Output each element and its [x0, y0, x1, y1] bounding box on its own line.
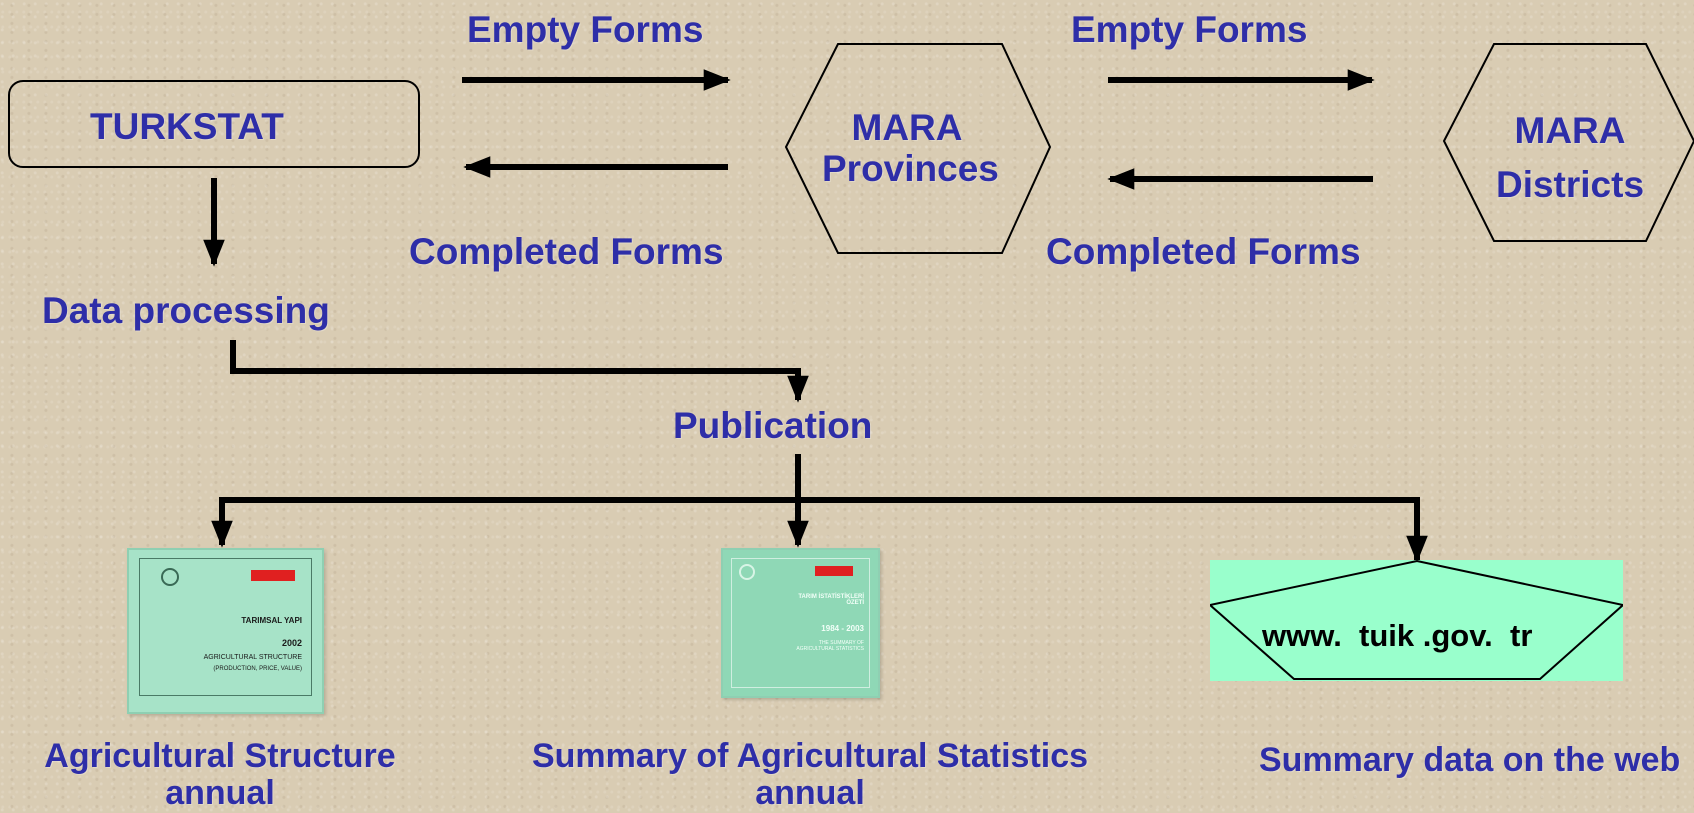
web-output-box: [1210, 560, 1623, 681]
cover-frame: [139, 558, 312, 696]
branch-left-arrow: [211, 497, 798, 548]
flag-icon: [815, 566, 853, 576]
emblem-icon: [739, 564, 755, 580]
cover-note: (PRODUCTION, PRICE, VALUE): [213, 666, 302, 672]
emblem-icon: [161, 568, 179, 586]
agricultural-summary-caption-line1: Summary of Agricultural Statistics: [531, 737, 1089, 775]
empty-forms-label-1: Empty Forms: [467, 9, 704, 50]
cover-year: 2002: [281, 638, 302, 648]
agricultural-structure-cover: TARIMSAL YAPI 2002 AGRICULTURAL STRUCTUR…: [127, 548, 324, 714]
mara-districts-label: MARA Districts: [1480, 104, 1660, 211]
mara-provinces-label: MARA Provinces: [822, 107, 999, 189]
web-pentagon: [1210, 560, 1623, 680]
agricultural-summary-cover: TARIM İSTATİSTİKLERİ ÖZETİ 1984 - 2003 T…: [721, 548, 880, 698]
web-url-text: www. tuik .gov. tr: [1262, 618, 1533, 653]
cover-frame: [731, 558, 870, 688]
mara-provinces-line1: MARA: [851, 107, 963, 148]
cover-title: TARIM İSTATİSTİKLERİ ÖZETİ: [798, 594, 864, 606]
cover-subtitle: AGRICULTURAL STRUCTURE: [203, 654, 302, 661]
cover-years: 1984 - 2003: [821, 624, 864, 633]
web-summary-caption: Summary data on the web: [1259, 741, 1681, 779]
processing-to-publication-arrow: [230, 340, 809, 403]
branch-right-arrow: [798, 497, 1428, 563]
agricultural-summary-caption: Summary of Agricultural Statistics annua…: [510, 737, 1110, 813]
mara-districts-line1: MARA: [1514, 110, 1626, 151]
flag-icon: [251, 570, 295, 581]
turkstat-label: TURKSTAT: [90, 106, 284, 147]
completed-forms-label-1: Completed Forms: [409, 231, 724, 272]
mara-districts-hexagon: [1442, 43, 1694, 242]
agricultural-structure-caption-line1: Agricultural Structure: [44, 737, 396, 775]
agricultural-structure-caption: Agricultural Structure annual: [10, 737, 430, 813]
agricultural-structure-caption-line2: annual: [165, 774, 275, 813]
cover-title: TARIMSAL YAPI: [241, 616, 302, 625]
agricultural-summary-caption-line2: annual: [755, 774, 865, 813]
mara-provinces-hexagon: [784, 43, 1052, 254]
publication-label: Publication: [673, 405, 873, 446]
mara-districts-line2: Districts: [1495, 163, 1645, 205]
turkstat-box: [8, 80, 420, 168]
empty-forms-label-2: Empty Forms: [1071, 9, 1308, 50]
completed-forms-label-2: Completed Forms: [1046, 231, 1361, 272]
data-processing-label: Data processing: [42, 290, 330, 331]
cover-subtitle: THE SUMMARY OF AGRICULTURAL STATISTICS: [796, 640, 864, 652]
mara-provinces-line2: Provinces: [822, 147, 999, 189]
